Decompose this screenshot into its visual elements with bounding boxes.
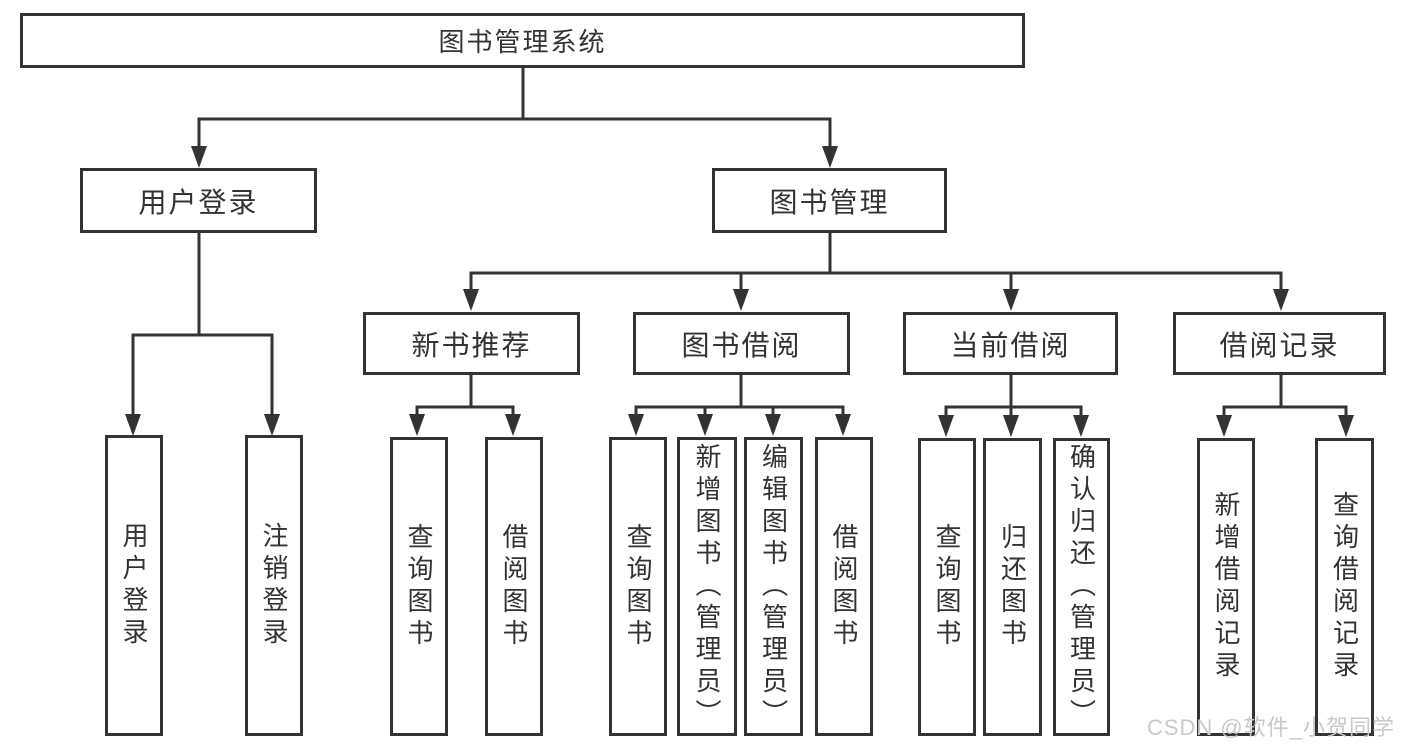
- leaf-edit-books-admin: 编辑图书（管理员）: [744, 437, 803, 736]
- node-label: 注销登录: [259, 521, 289, 650]
- node-label: 借阅图书: [829, 522, 859, 651]
- node-label: 用户登录: [119, 521, 149, 650]
- leaf-return-books: 归还图书: [983, 438, 1042, 736]
- leaf-confirm-return-admin: 确认归还（管理员）: [1053, 438, 1110, 736]
- node-label: 图书借阅: [681, 329, 802, 361]
- node-label: 新增借阅记录: [1211, 491, 1241, 683]
- leaf-logout: 注销登录: [245, 435, 303, 736]
- leaf-user-login: 用户登录: [105, 435, 163, 736]
- leaf-add-borrow-record: 新增借阅记录: [1197, 438, 1255, 736]
- node-label: 用户登录: [138, 186, 259, 218]
- node-label: 新增图书（管理员）: [692, 442, 722, 731]
- leaf-query-borrow-record: 查询借阅记录: [1315, 438, 1374, 736]
- node-label: 图书管理系统: [438, 27, 607, 57]
- node-current-borrowing: 当前借阅: [903, 312, 1118, 375]
- node-label: 编辑图书（管理员）: [758, 442, 789, 731]
- csdn-watermark: CSDN @软件_小贺同学: [1146, 715, 1395, 740]
- node-label: 新书推荐: [411, 329, 532, 361]
- node-library-management-system: 图书管理系统: [20, 13, 1025, 68]
- node-book-borrowing: 图书借阅: [633, 312, 850, 375]
- node-label: 当前借阅: [950, 329, 1071, 361]
- node-label: 图书管理: [769, 186, 890, 218]
- node-new-book-recommendation: 新书推荐: [363, 312, 580, 375]
- node-label: 查询图书: [404, 522, 434, 651]
- node-label: 查询图书: [623, 522, 653, 651]
- leaf-add-books-admin: 新增图书（管理员）: [677, 437, 737, 736]
- leaf-borrow-books-1: 借阅图书: [485, 437, 543, 736]
- node-user-login: 用户登录: [80, 168, 317, 233]
- node-label: 借阅记录: [1219, 329, 1340, 361]
- node-label: 查询借阅记录: [1329, 491, 1360, 683]
- leaf-query-books-1: 查询图书: [390, 437, 448, 736]
- node-label: 确认归还（管理员）: [1066, 443, 1097, 731]
- node-label: 借阅图书: [499, 522, 529, 651]
- leaf-query-books-3: 查询图书: [918, 438, 976, 736]
- node-label: 归还图书: [997, 523, 1028, 651]
- leaf-borrow-books-2: 借阅图书: [815, 437, 873, 736]
- node-label: 查询图书: [932, 523, 962, 651]
- leaf-query-books-2: 查询图书: [609, 437, 667, 736]
- node-book-management: 图书管理: [712, 168, 947, 233]
- node-borrowing-records: 借阅记录: [1173, 312, 1386, 375]
